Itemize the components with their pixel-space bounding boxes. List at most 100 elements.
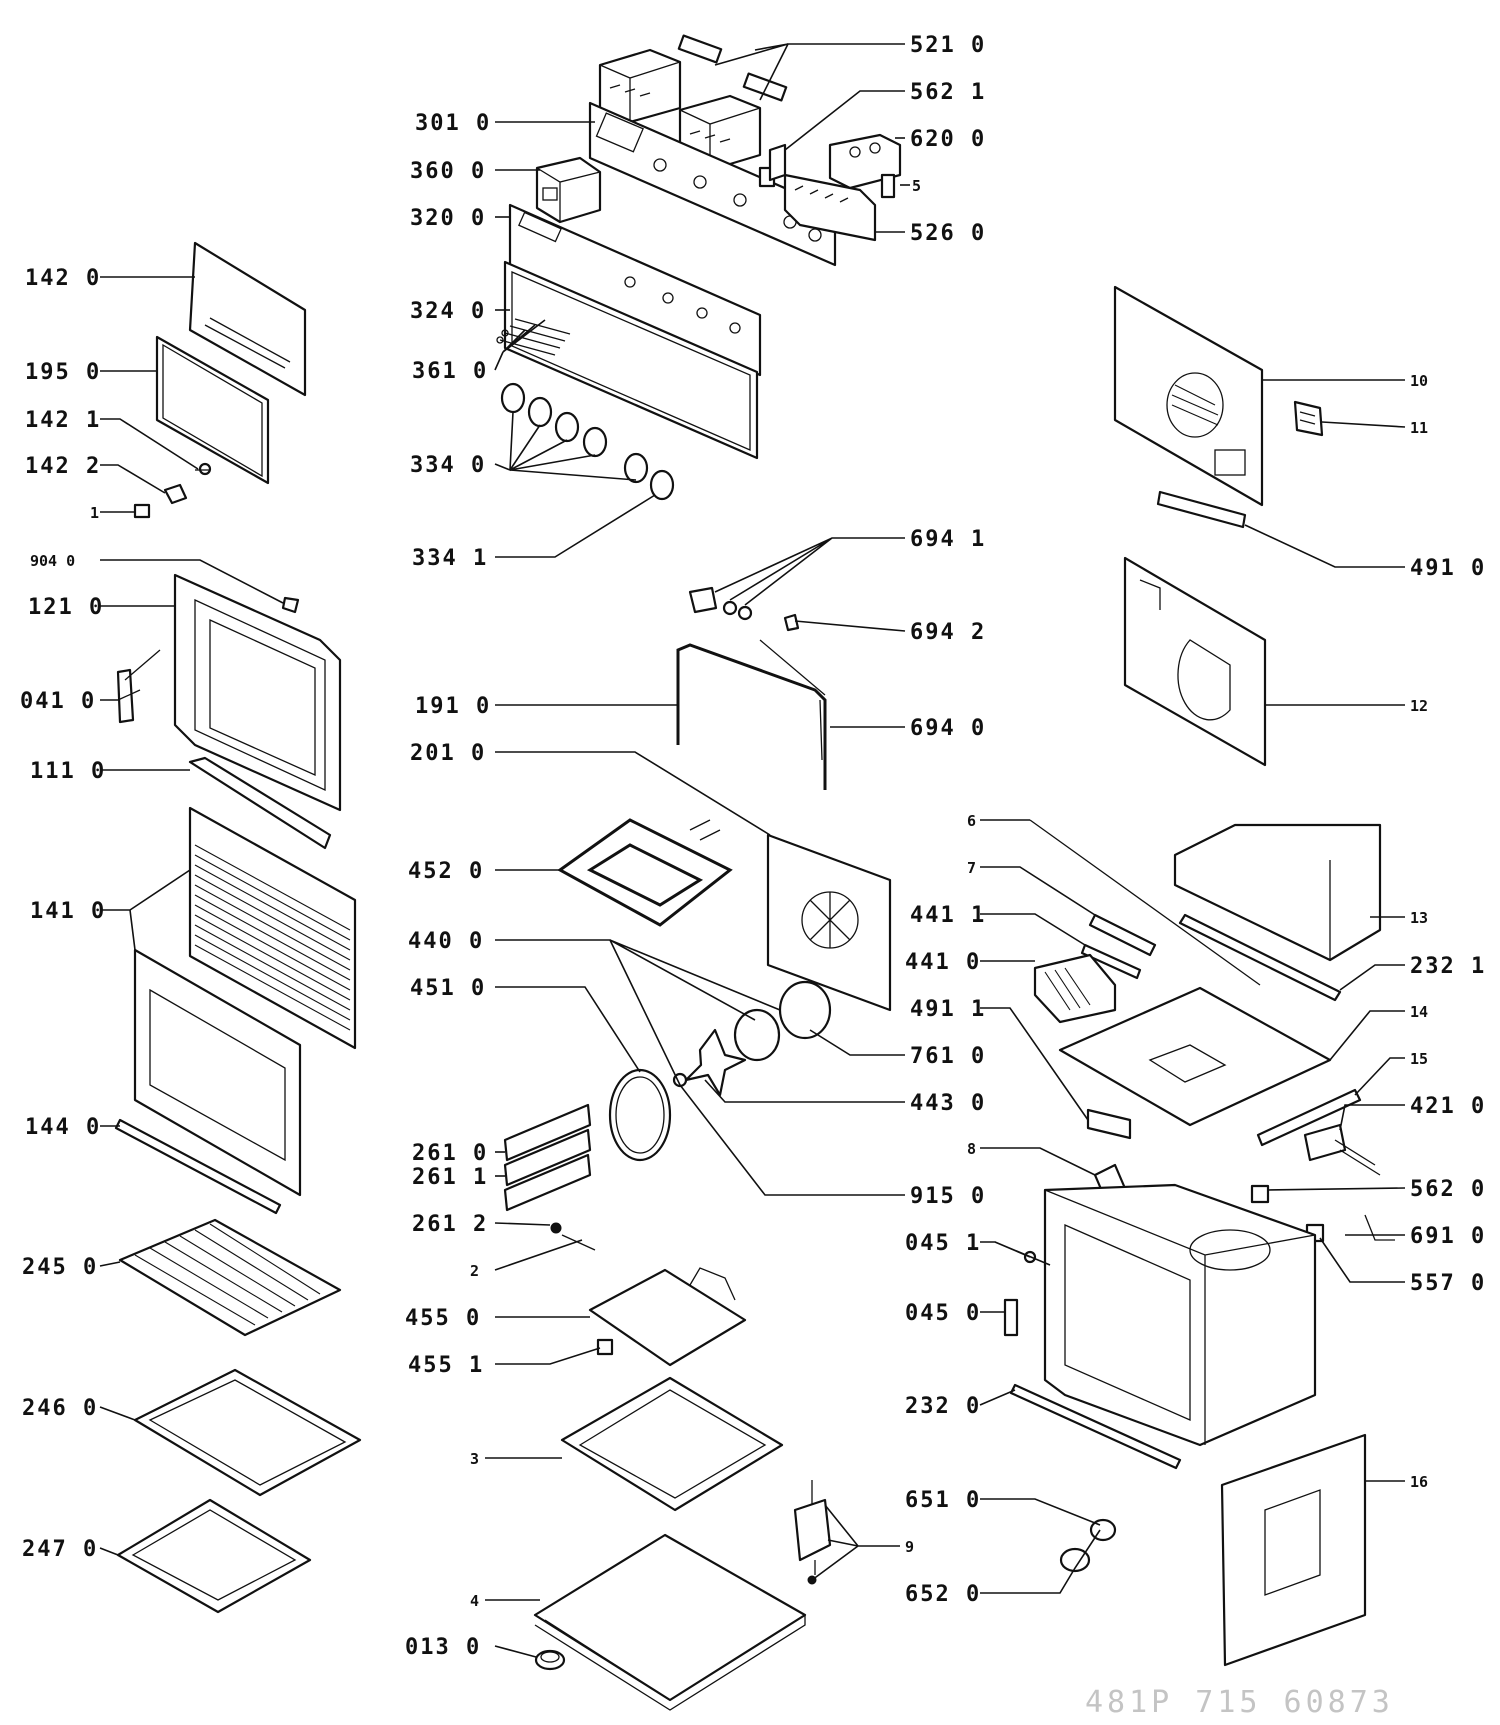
part-oven-cavity — [1043, 1183, 1317, 1447]
label-16: 16 — [1410, 1473, 1428, 1491]
part-connector-11 — [1293, 400, 1324, 437]
label-491-0: 491 0 — [1410, 556, 1486, 581]
label-245-0: 245 0 — [22, 1255, 98, 1280]
label-1: 1 — [90, 504, 99, 522]
label-195-0: 195 0 — [25, 360, 101, 385]
label-045-1: 045 1 — [905, 1231, 981, 1256]
part-inner-door-121 — [173, 573, 342, 812]
part-glass-seal-195 — [155, 335, 270, 485]
label-11: 11 — [1410, 419, 1428, 437]
part-clip-142-2 — [163, 483, 188, 505]
part-lamp-694 — [688, 586, 800, 632]
part-outer-door-141 — [133, 806, 357, 1197]
part-fan-ring-451 — [608, 1068, 672, 1162]
label-247-0: 247 0 — [22, 1537, 98, 1562]
part-terminal-441-1 — [1080, 943, 1142, 980]
label-562-0: 562 0 — [1410, 1177, 1486, 1202]
label-915-0: 915 0 — [910, 1184, 986, 1209]
label-12: 12 — [1410, 697, 1428, 715]
part-bracket-9 — [793, 1480, 832, 1585]
label-334-0: 334 0 — [410, 453, 486, 478]
label-2: 2 — [470, 1262, 479, 1280]
part-hinge-holder-045-0 — [1003, 1298, 1019, 1337]
label-141-0: 141 0 — [30, 899, 106, 924]
part-baking-tray-246 — [133, 1368, 362, 1497]
part-switch-620 — [828, 133, 902, 199]
part-hinge-screw-904 — [281, 596, 300, 614]
label-13: 13 — [1410, 909, 1428, 927]
footer-code: 481P 715 60873 — [1085, 1685, 1394, 1720]
label-111-0: 111 0 — [30, 759, 106, 784]
label-361-0: 361 0 — [412, 359, 488, 384]
label-491-1: 491 1 — [910, 997, 986, 1022]
label-9: 9 — [905, 1538, 914, 1556]
label-455-0: 455 0 — [405, 1306, 481, 1331]
label-4: 4 — [470, 1592, 479, 1610]
label-904-0: 904 0 — [30, 552, 75, 570]
leader-lines — [99, 43, 1406, 1658]
part-switch-block-526 — [783, 173, 877, 242]
label-301-0: 301 0 — [415, 111, 491, 136]
part-labels: 521 0 562 1 620 0 5 526 0 301 0 360 0 32… — [20, 33, 1486, 1660]
part-handle-111 — [188, 756, 332, 850]
part-switch-562-0 — [1250, 1184, 1270, 1204]
label-045-0: 045 0 — [905, 1301, 981, 1326]
part-screw-261-2 — [550, 1222, 596, 1251]
label-694-1: 694 1 — [910, 527, 986, 552]
part-rear-cover-12 — [1123, 556, 1267, 767]
label-761-0: 761 0 — [910, 1044, 986, 1069]
label-360-0: 360 0 — [410, 159, 486, 184]
part-door-glass-142 — [188, 241, 307, 397]
label-441-1: 441 1 — [910, 903, 986, 928]
part-back-panel-10 — [1113, 285, 1264, 507]
part-switch-557 — [1305, 1214, 1395, 1243]
part-base-plate-4 — [533, 1533, 807, 1711]
label-261-0: 261 0 — [412, 1141, 488, 1166]
part-screw-142-1 — [195, 462, 212, 476]
part-fan-motor-440 — [733, 980, 832, 1062]
label-14: 14 — [1410, 1003, 1428, 1021]
label-10: 10 — [1410, 372, 1428, 390]
label-8: 8 — [967, 1140, 976, 1158]
part-bottom-element-455 — [588, 1267, 747, 1367]
label-142-1: 142 1 — [25, 408, 101, 433]
part-top-cover-13 — [1173, 823, 1382, 962]
label-261-2: 261 2 — [412, 1212, 488, 1237]
part-control-panel-320 — [508, 203, 762, 377]
label-041-0: 041 0 — [20, 689, 96, 714]
label-013-0: 013 0 — [405, 1635, 481, 1660]
label-191-0: 191 0 — [415, 694, 491, 719]
label-694-0: 694 0 — [910, 716, 986, 741]
label-7: 7 — [967, 859, 976, 877]
label-443-0: 443 0 — [910, 1091, 986, 1116]
part-foot-013 — [534, 1649, 566, 1671]
part-thermostat-421 — [1303, 1123, 1381, 1176]
label-5: 5 — [912, 177, 921, 195]
label-3: 3 — [470, 1450, 479, 1468]
label-320-0: 320 0 — [410, 206, 486, 231]
label-651-0: 651 0 — [905, 1488, 981, 1513]
label-526-0: 526 0 — [910, 221, 986, 246]
label-15: 15 — [1410, 1050, 1428, 1068]
part-shelf-rails-261 — [503, 1103, 592, 1212]
label-557-0: 557 0 — [1410, 1271, 1486, 1296]
label-232-1: 232 1 — [1410, 954, 1486, 979]
label-201-0: 201 0 — [410, 741, 486, 766]
part-clip-455-1 — [596, 1338, 614, 1356]
label-440-0: 440 0 — [408, 929, 484, 954]
part-side-panel-16 — [1220, 1433, 1367, 1667]
label-142-0: 142 0 — [25, 266, 101, 291]
label-652-0: 652 0 — [905, 1582, 981, 1607]
part-small-clip-1 — [133, 503, 151, 519]
part-grill-element-452 — [557, 818, 733, 927]
part-hinge-041 — [116, 649, 161, 724]
part-fan-motor-441-0 — [1033, 953, 1117, 1024]
part-terminal-491-0 — [1156, 490, 1247, 529]
label-521-0: 521 0 — [910, 33, 986, 58]
label-6: 6 — [967, 812, 976, 830]
part-switch-562-1 — [758, 143, 787, 188]
label-232-0: 232 0 — [905, 1394, 981, 1419]
part-panel-frame-324 — [503, 260, 759, 460]
part-terminal-491-1 — [1086, 1108, 1132, 1140]
